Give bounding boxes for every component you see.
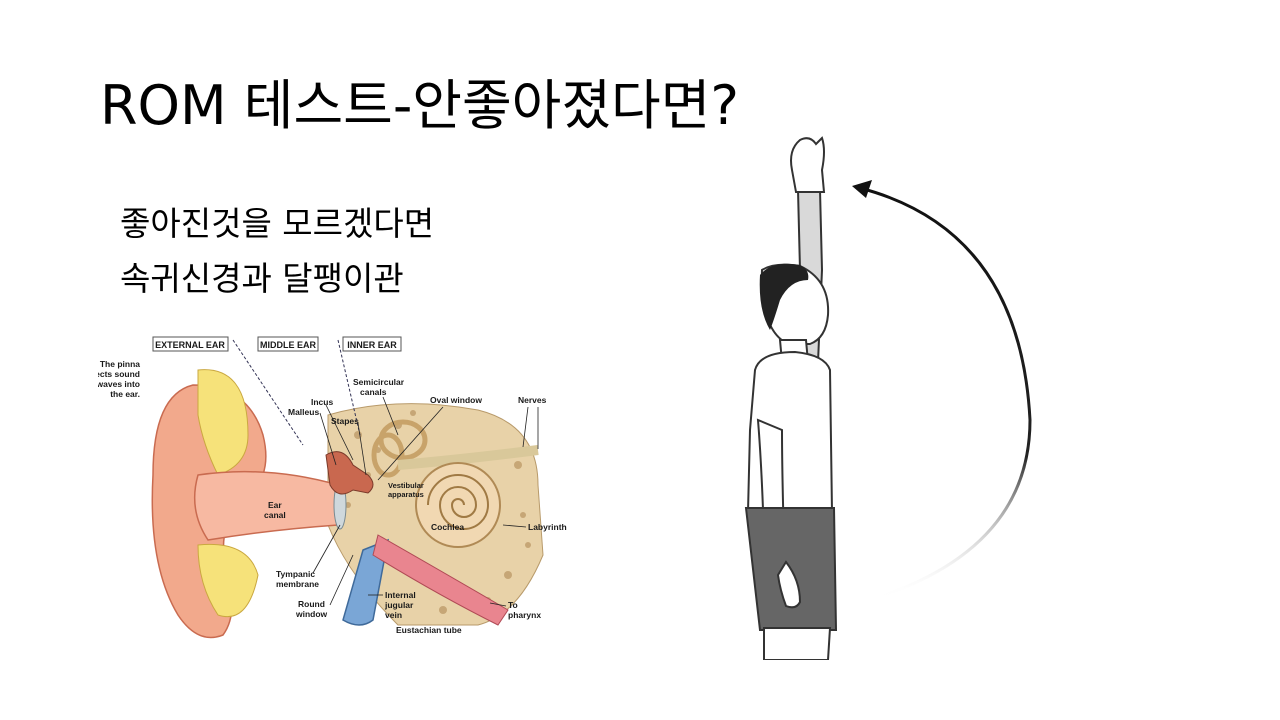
label-malleus: Malleus [288, 407, 319, 417]
label-eustachian: Eustachian tube [396, 625, 462, 635]
section-middle-ear: MIDDLE EAR [260, 340, 317, 350]
label-jugular-3: vein [385, 610, 402, 620]
label-vestibular-2: apparatus [388, 490, 424, 499]
legs [763, 627, 832, 660]
label-oval-window: Oval window [430, 395, 482, 405]
lower-hand [776, 560, 802, 609]
label-incus: Incus [311, 397, 333, 407]
ossicles [325, 451, 374, 495]
cochlea-spiral [427, 474, 490, 530]
label-pharynx-1: To [508, 600, 518, 610]
label-semicircular-2: canals [360, 387, 387, 397]
label-stapes: Stapes [331, 416, 359, 426]
label-ear-canal-1: Ear [268, 500, 282, 510]
label-labyrinth: Labyrinth [528, 522, 567, 532]
label-tympanic-2: membrane [276, 579, 319, 589]
body-line-2: 속귀신경과 달팽이관 [120, 259, 404, 298]
slide-title: ROM 테스트-안좋아졌다면? [100, 74, 740, 137]
hair [759, 263, 809, 330]
label-round-window-2: window [295, 609, 328, 619]
cartilage-lower [197, 543, 259, 617]
rom-figure [744, 136, 1032, 660]
label-nerves: Nerves [518, 395, 547, 405]
pinna-note-4: the ear. [110, 389, 140, 399]
divider-middle-inner [337, 339, 361, 436]
semicircular-canals-shape [371, 419, 428, 478]
label-jugular-1: Internal [385, 590, 416, 600]
ear-anatomy-diagram: EXTERNAL EAR MIDDLE EAR INNER EAR The pi… [98, 336, 567, 639]
label-vestibular-1: Vestibular [388, 481, 424, 490]
label-round-window-1: Round [298, 599, 325, 609]
label-tympanic-1: Tympanic [276, 569, 315, 579]
jugular-vein-shape [342, 538, 389, 626]
nerve-bundle [397, 445, 539, 470]
label-ear-canal-2: canal [264, 510, 286, 520]
label-cochlea: Cochlea [431, 522, 464, 532]
cartilage-upper [197, 369, 249, 476]
pinna-note-3: waves into [98, 379, 140, 389]
pinna-note-2: directs sound [98, 369, 140, 379]
raised-hand [790, 136, 826, 193]
label-jugular-2: jugular [384, 600, 414, 610]
leader-lines [312, 396, 539, 607]
section-inner-ear: INNER EAR [347, 340, 397, 350]
section-labels: EXTERNAL EAR MIDDLE EAR INNER EAR [152, 336, 402, 352]
eustachian-tube-shape [372, 534, 509, 626]
ear-labels: The pinna directs sound waves into the e… [98, 359, 567, 635]
motion-arc [859, 186, 1032, 602]
label-pharynx-2: pharynx [508, 610, 541, 620]
body-text: 좋아진것을 모르겠다면 속귀신경과 달팽이관 [120, 196, 434, 306]
divider-external-middle [232, 339, 304, 446]
pinna-note-1: The pinna [100, 359, 140, 369]
arrow-head-icon [852, 180, 872, 198]
body-line-1: 좋아진것을 모르겠다면 [120, 204, 435, 243]
label-semicircular-1: Semicircular [353, 377, 405, 387]
section-external-ear: EXTERNAL EAR [155, 340, 225, 350]
